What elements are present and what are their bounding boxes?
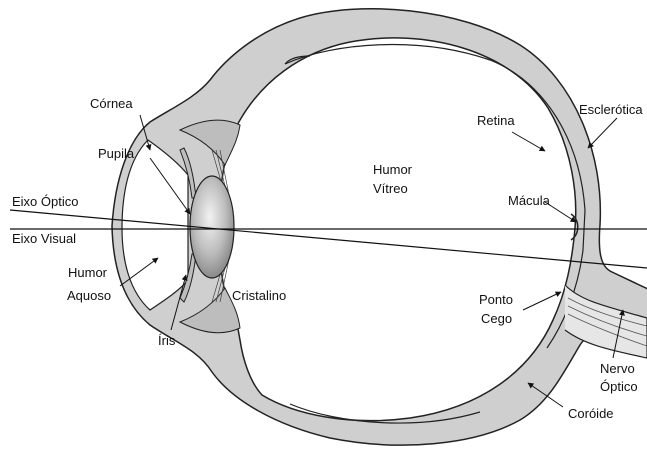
label-esclerotica: Esclerótica (579, 102, 643, 117)
label-nervo-optico-line1: Nervo (600, 361, 635, 376)
label-iris: Íris (158, 333, 176, 348)
label-coroide: Coróide (568, 406, 614, 421)
esclerotica-arrow (588, 118, 617, 148)
label-humor-vitreo-line1: Humor (373, 162, 413, 177)
label-eixo-optico: Eixo Óptico (12, 194, 78, 209)
label-eixo-visual: Eixo Visual (12, 231, 76, 246)
label-ponto-cego-line1: Ponto (479, 292, 513, 307)
label-nervo-optico-line2: Óptico (600, 379, 638, 394)
label-retina: Retina (477, 113, 515, 128)
label-cornea: Córnea (90, 96, 133, 111)
label-humor-aquoso-line2: Aquoso (67, 288, 111, 303)
label-humor-vitreo-line2: Vítreo (373, 181, 408, 196)
label-pupila: Pupila (98, 146, 135, 161)
label-macula: Mácula (508, 193, 551, 208)
label-ponto-cego-line2: Cego (481, 311, 512, 326)
label-humor-aquoso-line1: Humor (68, 265, 108, 280)
label-cristalino: Cristalino (232, 288, 286, 303)
